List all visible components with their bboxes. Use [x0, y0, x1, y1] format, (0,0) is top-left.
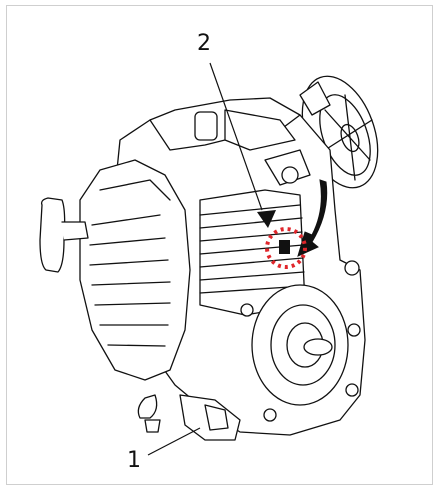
starter-handle [39, 197, 89, 273]
leader-lines [147, 62, 263, 456]
triangle-arrow-icon [257, 210, 276, 228]
bottom-assembly [137, 394, 241, 441]
highlight-circle [265, 227, 307, 269]
leader-line-1 [147, 427, 201, 456]
leader-line-2 [209, 62, 263, 211]
clutch-cover [240, 260, 361, 422]
cylinder-fins [199, 149, 311, 316]
callout-2: 2 [197, 31, 211, 56]
curved-arrow-icon [297, 179, 328, 257]
fan-shroud [79, 159, 191, 381]
callout-1: 1 [127, 448, 141, 473]
